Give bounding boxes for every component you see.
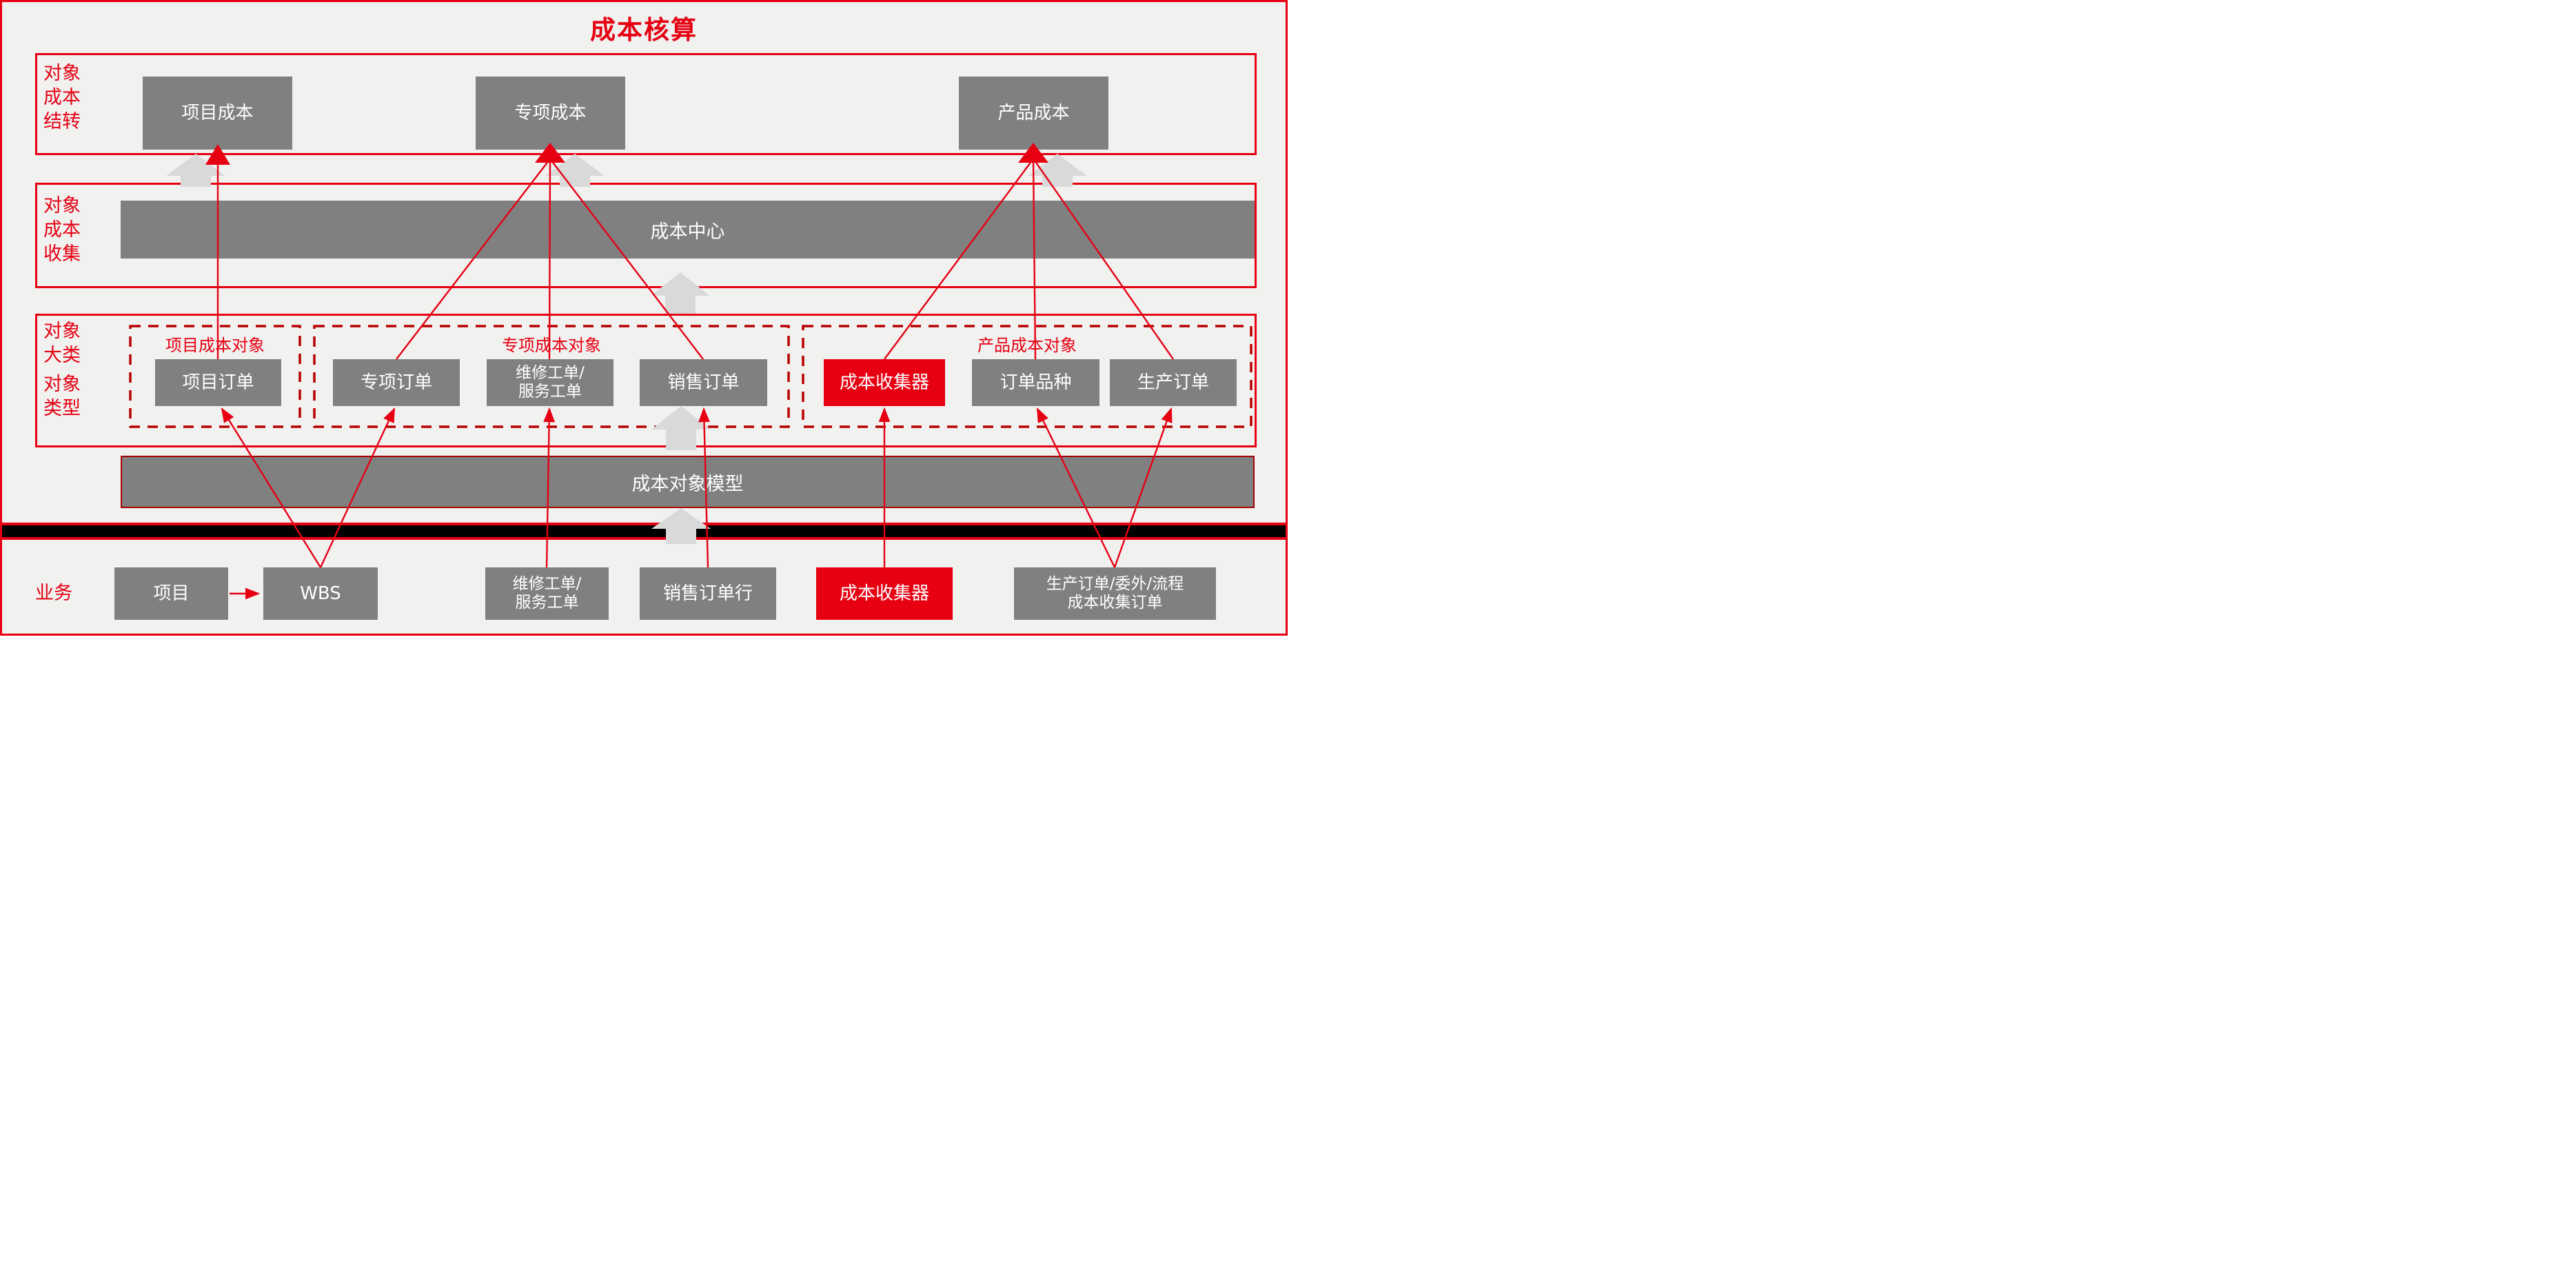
box-repair-service-order[interactable]: 维修工单/ 服务工单 [487,359,613,406]
page-title: 成本核算 [590,15,698,45]
box-biz-wbs[interactable]: WBS [263,567,378,620]
box-product-cost-label: 产品成本 [997,103,1070,123]
box-repair-service-order-line2: 服务工单 [518,383,582,401]
box-repair-service-order-line1: 维修工单/ [516,364,585,382]
group-title-product-cost-object: 产品成本对象 [977,336,1077,355]
box-product-cost[interactable]: 产品成本 [959,77,1108,150]
box-order-variety-label: 订单品种 [1000,372,1072,393]
box-biz-cost-collector[interactable]: 成本收集器 [816,567,953,620]
lane-label-business: 业务 [35,583,72,604]
box-special-order[interactable]: 专项订单 [333,359,460,406]
lane-cost-carryover [35,53,1257,155]
box-biz-repair-service-line1: 维修工单/ [512,575,582,593]
box-biz-repair-service-line2: 服务工单 [515,594,579,612]
box-cost-collector[interactable]: 成本收集器 [824,359,945,406]
lane-label-collection: 对象 成本 收集 [43,195,81,265]
group-title-special-cost-object: 专项成本对象 [502,336,601,355]
box-sales-order[interactable]: 销售订单 [640,359,767,406]
lane-label-category: 对象 大类 [43,321,81,366]
block-arrow-up-3 [1028,154,1087,187]
box-project-order-label: 项目订单 [182,372,254,393]
box-project-cost[interactable]: 项目成本 [143,77,292,150]
box-biz-production-line2: 成本收集订单 [1067,594,1163,612]
group-title-project-cost-object: 项目成本对象 [165,336,265,355]
box-biz-production-line1: 生产订单/委外/流程 [1046,575,1184,593]
box-biz-cost-collector-label: 成本收集器 [839,583,929,604]
lane-label-carryover: 对象 成本 结转 [43,63,81,132]
box-biz-sales-order-line[interactable]: 销售订单行 [640,567,776,620]
box-biz-project-label: 项目 [153,583,190,604]
box-production-order-label: 生产订单 [1137,372,1209,393]
box-biz-wbs-label: WBS [300,583,341,604]
box-sales-order-label: 销售订单 [667,372,740,393]
bar-cost-object-model-label: 成本对象模型 [631,473,744,495]
box-cost-collector-label: 成本收集器 [839,372,929,393]
box-project-order[interactable]: 项目订单 [155,359,281,406]
box-biz-repair-service-order[interactable]: 维修工单/ 服务工单 [485,567,609,620]
box-production-order[interactable]: 生产订单 [1110,359,1237,406]
block-arrow-up-1 [166,154,225,187]
box-special-order-label: 专项订单 [360,372,432,393]
box-biz-sales-order-line-label: 销售订单行 [662,583,753,604]
box-biz-project[interactable]: 项目 [114,567,228,620]
bar-cost-center[interactable]: 成本中心 [121,201,1255,259]
box-order-variety[interactable]: 订单品种 [972,359,1099,406]
box-special-cost-label: 专项成本 [514,103,587,123]
bar-cost-object-model[interactable]: 成本对象模型 [121,456,1255,508]
box-biz-production-outsource-process[interactable]: 生产订单/委外/流程 成本收集订单 [1014,567,1216,620]
cost-accounting-diagram: 成本核算 对象 成本 结转 项目成本 专项成本 产品成本 对象 成本 收集 成本… [0,0,1288,636]
lane-label-type: 对象 类型 [43,374,81,419]
block-arrow-up-2 [545,154,605,187]
box-special-cost[interactable]: 专项成本 [476,77,625,150]
bar-cost-center-label: 成本中心 [650,221,725,243]
box-project-cost-label: 项目成本 [181,103,254,123]
business-divider [2,523,1286,540]
